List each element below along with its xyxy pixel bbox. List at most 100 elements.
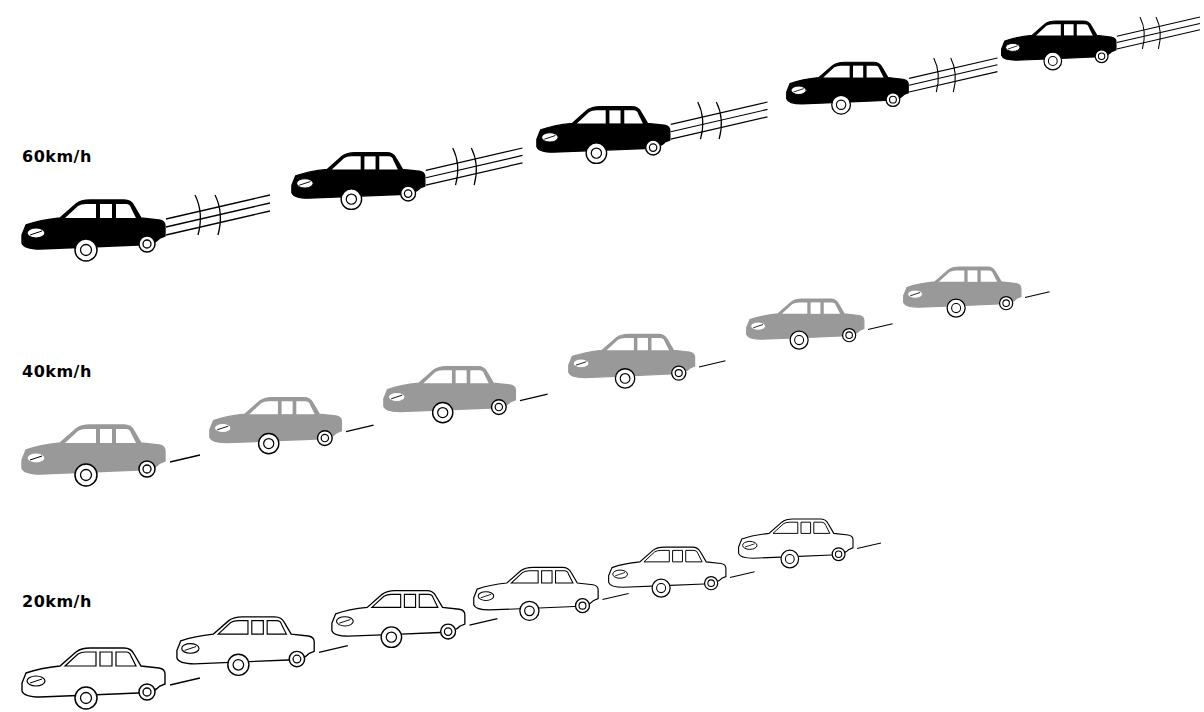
car — [904, 267, 1050, 317]
car-window — [100, 204, 112, 218]
headlight — [751, 322, 766, 330]
car-window — [456, 370, 467, 383]
headlight-mark — [185, 647, 197, 651]
headlight — [613, 570, 628, 578]
motion-arc — [471, 148, 476, 185]
motion-arc — [453, 148, 458, 185]
speed-line — [671, 117, 768, 139]
speed-line — [1025, 292, 1050, 298]
hubcap — [835, 551, 841, 557]
wheel — [615, 369, 634, 388]
speed-line — [909, 72, 997, 92]
car — [292, 148, 523, 209]
headlight-mark — [910, 293, 920, 296]
headlight-mark — [30, 679, 42, 683]
car — [22, 425, 200, 486]
car-window — [651, 338, 669, 350]
headlight — [297, 179, 314, 188]
car-window — [637, 338, 648, 350]
wheel — [1095, 50, 1108, 63]
headlight — [337, 617, 354, 626]
hubcap — [591, 148, 601, 158]
wheel — [832, 95, 851, 114]
hubcap — [264, 439, 274, 449]
hubcap — [321, 434, 328, 441]
headlight-mark — [30, 231, 42, 235]
car — [609, 547, 755, 597]
headlight — [214, 423, 231, 432]
speed-line — [520, 394, 548, 400]
label-holder: 60km/h — [22, 147, 92, 166]
car-window — [372, 594, 401, 607]
headlight — [573, 359, 589, 368]
wheel — [781, 550, 799, 568]
car-window — [116, 429, 136, 443]
headlight-mark — [753, 325, 763, 328]
car-window — [296, 401, 314, 414]
speed-label: 40km/h — [22, 362, 92, 381]
car-window — [419, 594, 438, 607]
wheel — [491, 400, 506, 415]
wheel — [401, 186, 416, 201]
car-window — [282, 401, 293, 414]
car — [569, 334, 726, 388]
car-window — [673, 550, 683, 561]
motion-arc — [934, 58, 939, 92]
wheel — [75, 239, 97, 261]
car-window — [65, 652, 96, 666]
car-window — [824, 302, 840, 313]
headlight — [478, 592, 494, 601]
car-window — [100, 429, 112, 443]
wheel — [317, 431, 332, 446]
headlight — [27, 676, 45, 686]
label-holder: 20km/h — [22, 592, 92, 611]
hubcap — [143, 465, 151, 473]
speed-line — [603, 593, 629, 599]
car-window — [404, 594, 415, 607]
car-window — [116, 652, 136, 666]
motion-arc — [1156, 17, 1160, 49]
headlight-mark — [217, 426, 228, 430]
headlight — [743, 541, 757, 549]
car-window — [332, 156, 361, 169]
headlight-mark — [544, 135, 555, 139]
car-window — [782, 302, 807, 313]
car-window — [853, 66, 863, 78]
speed-line — [166, 211, 270, 235]
car-window — [218, 621, 248, 634]
car-window — [1064, 24, 1074, 35]
headlight — [1006, 43, 1020, 51]
car — [22, 648, 200, 709]
car-window — [267, 621, 286, 634]
speed-line — [857, 543, 881, 549]
wheel — [433, 402, 453, 422]
wheel — [139, 684, 155, 700]
car — [384, 367, 548, 423]
headlight-mark — [576, 362, 587, 366]
car-window — [423, 370, 452, 383]
label-holder: 40km/h — [22, 362, 92, 381]
wheel — [832, 548, 845, 561]
car — [474, 567, 629, 620]
wheel — [289, 651, 304, 666]
car-window — [470, 370, 488, 383]
car-window — [823, 66, 849, 78]
car-window — [686, 550, 702, 561]
hubcap — [525, 606, 535, 616]
wheel — [947, 299, 965, 317]
headlight-mark — [745, 544, 755, 547]
car-window — [811, 302, 821, 313]
hubcap — [346, 194, 356, 204]
car — [177, 617, 348, 676]
headlight — [791, 86, 806, 95]
wheel — [441, 624, 456, 639]
car-window — [607, 338, 634, 350]
motion-arc — [698, 102, 703, 139]
hubcap — [579, 602, 586, 609]
motion-arc — [951, 58, 956, 92]
hubcap — [675, 370, 682, 377]
headlight-mark — [615, 573, 625, 576]
wheel — [886, 93, 900, 107]
wheel — [1000, 297, 1013, 310]
